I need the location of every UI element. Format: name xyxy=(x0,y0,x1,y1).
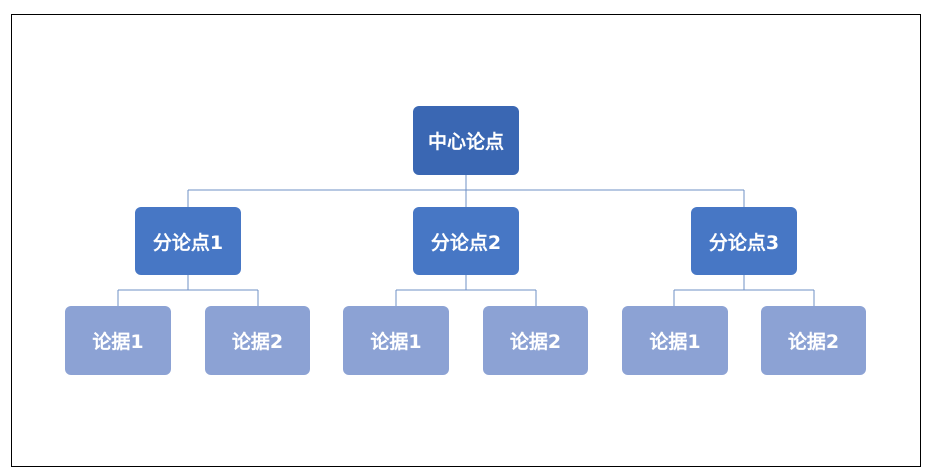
leaf-node-1-2: 论据2 xyxy=(205,306,310,375)
leaf-node-2-1: 论据1 xyxy=(343,306,449,375)
leaf-node-2-2: 论据2 xyxy=(483,306,588,375)
branch-node-label: 分论点3 xyxy=(708,231,780,254)
leaf-node-label: 论据1 xyxy=(92,331,144,353)
branch-node-2: 分论点2 xyxy=(413,207,519,275)
leaf-node-3-1: 论据1 xyxy=(622,306,728,375)
branch-node-3: 分论点3 xyxy=(691,207,797,275)
leaf-node-1-1: 论据1 xyxy=(65,306,171,375)
branch-node-label: 分论点1 xyxy=(152,231,224,254)
leaf-node-label: 论据1 xyxy=(649,331,701,353)
branch-node-1: 分论点1 xyxy=(135,207,241,275)
leaf-node-label: 论据1 xyxy=(370,331,422,353)
branch-node-label: 分论点2 xyxy=(430,231,502,254)
root-node-label: 中心论点 xyxy=(427,131,504,153)
leaf-node-label: 论据2 xyxy=(231,331,284,353)
leaf-node-label: 论据2 xyxy=(509,331,562,353)
root-node: 中心论点 xyxy=(413,106,519,175)
leaf-node-3-2: 论据2 xyxy=(761,306,866,375)
leaf-node-label: 论据2 xyxy=(787,331,840,353)
